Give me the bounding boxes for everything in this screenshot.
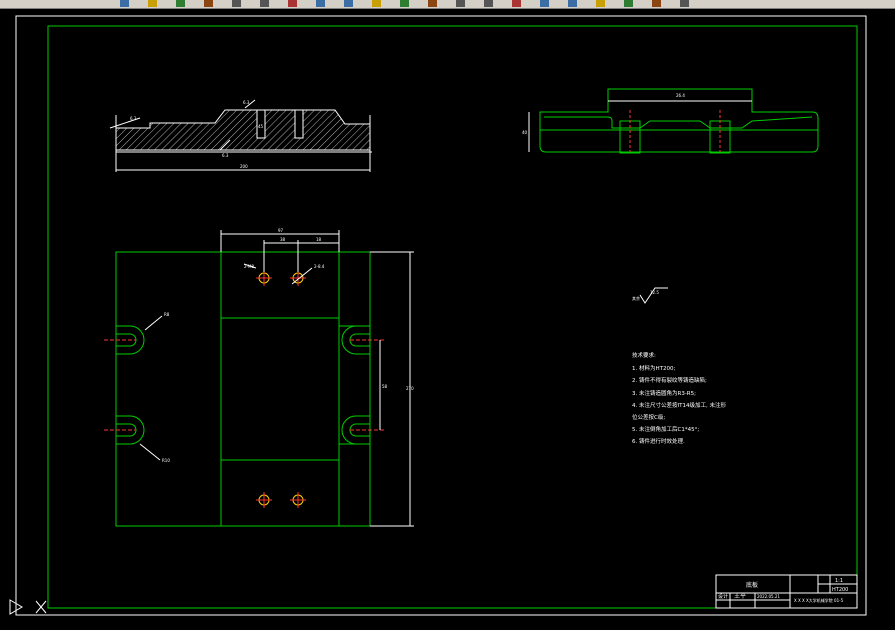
color-icon[interactable] — [680, 0, 689, 7]
svg-text:其余: 其余 — [632, 295, 640, 301]
zoom-previous-icon[interactable] — [484, 0, 493, 7]
svg-text:12.5: 12.5 — [650, 290, 659, 295]
svg-text:2. 铸件不得有裂纹等铸造缺陷;: 2. 铸件不得有裂纹等铸造缺陷; — [632, 376, 707, 384]
svg-text:技术要求:: 技术要求: — [632, 351, 656, 359]
svg-text:6.3: 6.3 — [130, 116, 137, 121]
calculator-icon[interactable] — [596, 0, 605, 7]
svg-text:6. 铸件进行时效处理.: 6. 铸件进行时效处理. — [632, 437, 685, 445]
svg-text:1. 材料为HT200;: 1. 材料为HT200; — [632, 364, 675, 372]
title-block: 底板 1:1 HT200 设计 王平 2022.05.21 X X X X大学机… — [715, 574, 858, 609]
match-icon[interactable] — [372, 0, 381, 7]
surface-finish-symbol: 其余 12.5 — [632, 287, 668, 304]
pan-icon[interactable] — [400, 0, 409, 7]
svg-text:3. 未注铸造圆角为R3-R5;: 3. 未注铸造圆角为R3-R5; — [632, 389, 696, 397]
zoom-window-icon[interactable] — [456, 0, 465, 7]
sheet-border — [15, 15, 867, 616]
drawing-canvas[interactable]: 200 6.3 6.3 6.3 45 26.4 40 — [0, 9, 895, 624]
svg-text:45: 45 — [258, 124, 264, 129]
svg-text:40: 40 — [522, 130, 528, 135]
svg-text:4. 未注尺寸公差按IT14级加工, 未注形: 4. 未注尺寸公差按IT14级加工, 未注形 — [632, 401, 726, 409]
svg-text:270: 270 — [406, 386, 414, 391]
layer-icon[interactable] — [652, 0, 661, 7]
svg-text:6.3: 6.3 — [243, 100, 250, 105]
tool-palette-icon[interactable] — [568, 0, 577, 7]
properties-icon[interactable] — [512, 0, 521, 7]
svg-text:2-8.4: 2-8.4 — [314, 264, 325, 269]
svg-text:6.3: 6.3 — [222, 153, 229, 158]
section-view: 200 6.3 6.3 6.3 45 — [109, 99, 372, 172]
help-icon[interactable] — [624, 0, 633, 7]
side-view: 26.4 40 — [522, 88, 819, 154]
svg-text:200: 200 — [240, 164, 248, 169]
undo-icon[interactable] — [232, 0, 241, 7]
print-icon[interactable] — [204, 0, 213, 7]
svg-text:58: 58 — [382, 384, 388, 389]
svg-text:38: 38 — [280, 237, 286, 242]
svg-text:26.4: 26.4 — [676, 93, 685, 98]
redo-icon[interactable] — [260, 0, 269, 7]
paste-icon[interactable] — [344, 0, 353, 7]
ucs-icon — [9, 599, 47, 615]
status-strip — [0, 624, 895, 630]
svg-text:1:1: 1:1 — [835, 578, 843, 584]
svg-text:2-M8: 2-M8 — [244, 264, 254, 269]
cut-icon[interactable] — [288, 0, 297, 7]
svg-text:王平: 王平 — [734, 593, 746, 600]
drawing-frame — [47, 25, 858, 609]
plan-view: 97 38 18 2-M8 2-8.4 R8 R10 58 270 — [104, 228, 414, 527]
svg-text:5. 未注倒角加工后C1*45°;: 5. 未注倒角加工后C1*45°; — [632, 425, 699, 433]
svg-text:HT200: HT200 — [832, 587, 848, 593]
svg-text:设计: 设计 — [718, 593, 728, 600]
design-center-icon[interactable] — [540, 0, 549, 7]
copy-icon[interactable] — [316, 0, 325, 7]
toolbar — [0, 0, 895, 9]
svg-text:X X X X大学机械学院 01-5: X X X X大学机械学院 01-5 — [794, 597, 844, 603]
open-icon[interactable] — [148, 0, 157, 7]
svg-text:2022.05.21: 2022.05.21 — [757, 594, 780, 599]
save-icon[interactable] — [176, 0, 185, 7]
svg-text:R10: R10 — [162, 458, 170, 463]
new-icon[interactable] — [120, 0, 129, 7]
svg-text:18: 18 — [316, 237, 322, 242]
svg-text:97: 97 — [278, 228, 284, 233]
svg-text:底板: 底板 — [746, 581, 758, 589]
svg-text:位公差按C级;: 位公差按C级; — [632, 413, 665, 421]
tech-requirements: 技术要求: 1. 材料为HT200; 2. 铸件不得有裂纹等铸造缺陷; 3. 未… — [632, 351, 726, 445]
svg-text:R8: R8 — [164, 312, 170, 317]
zoom-icon[interactable] — [428, 0, 437, 7]
